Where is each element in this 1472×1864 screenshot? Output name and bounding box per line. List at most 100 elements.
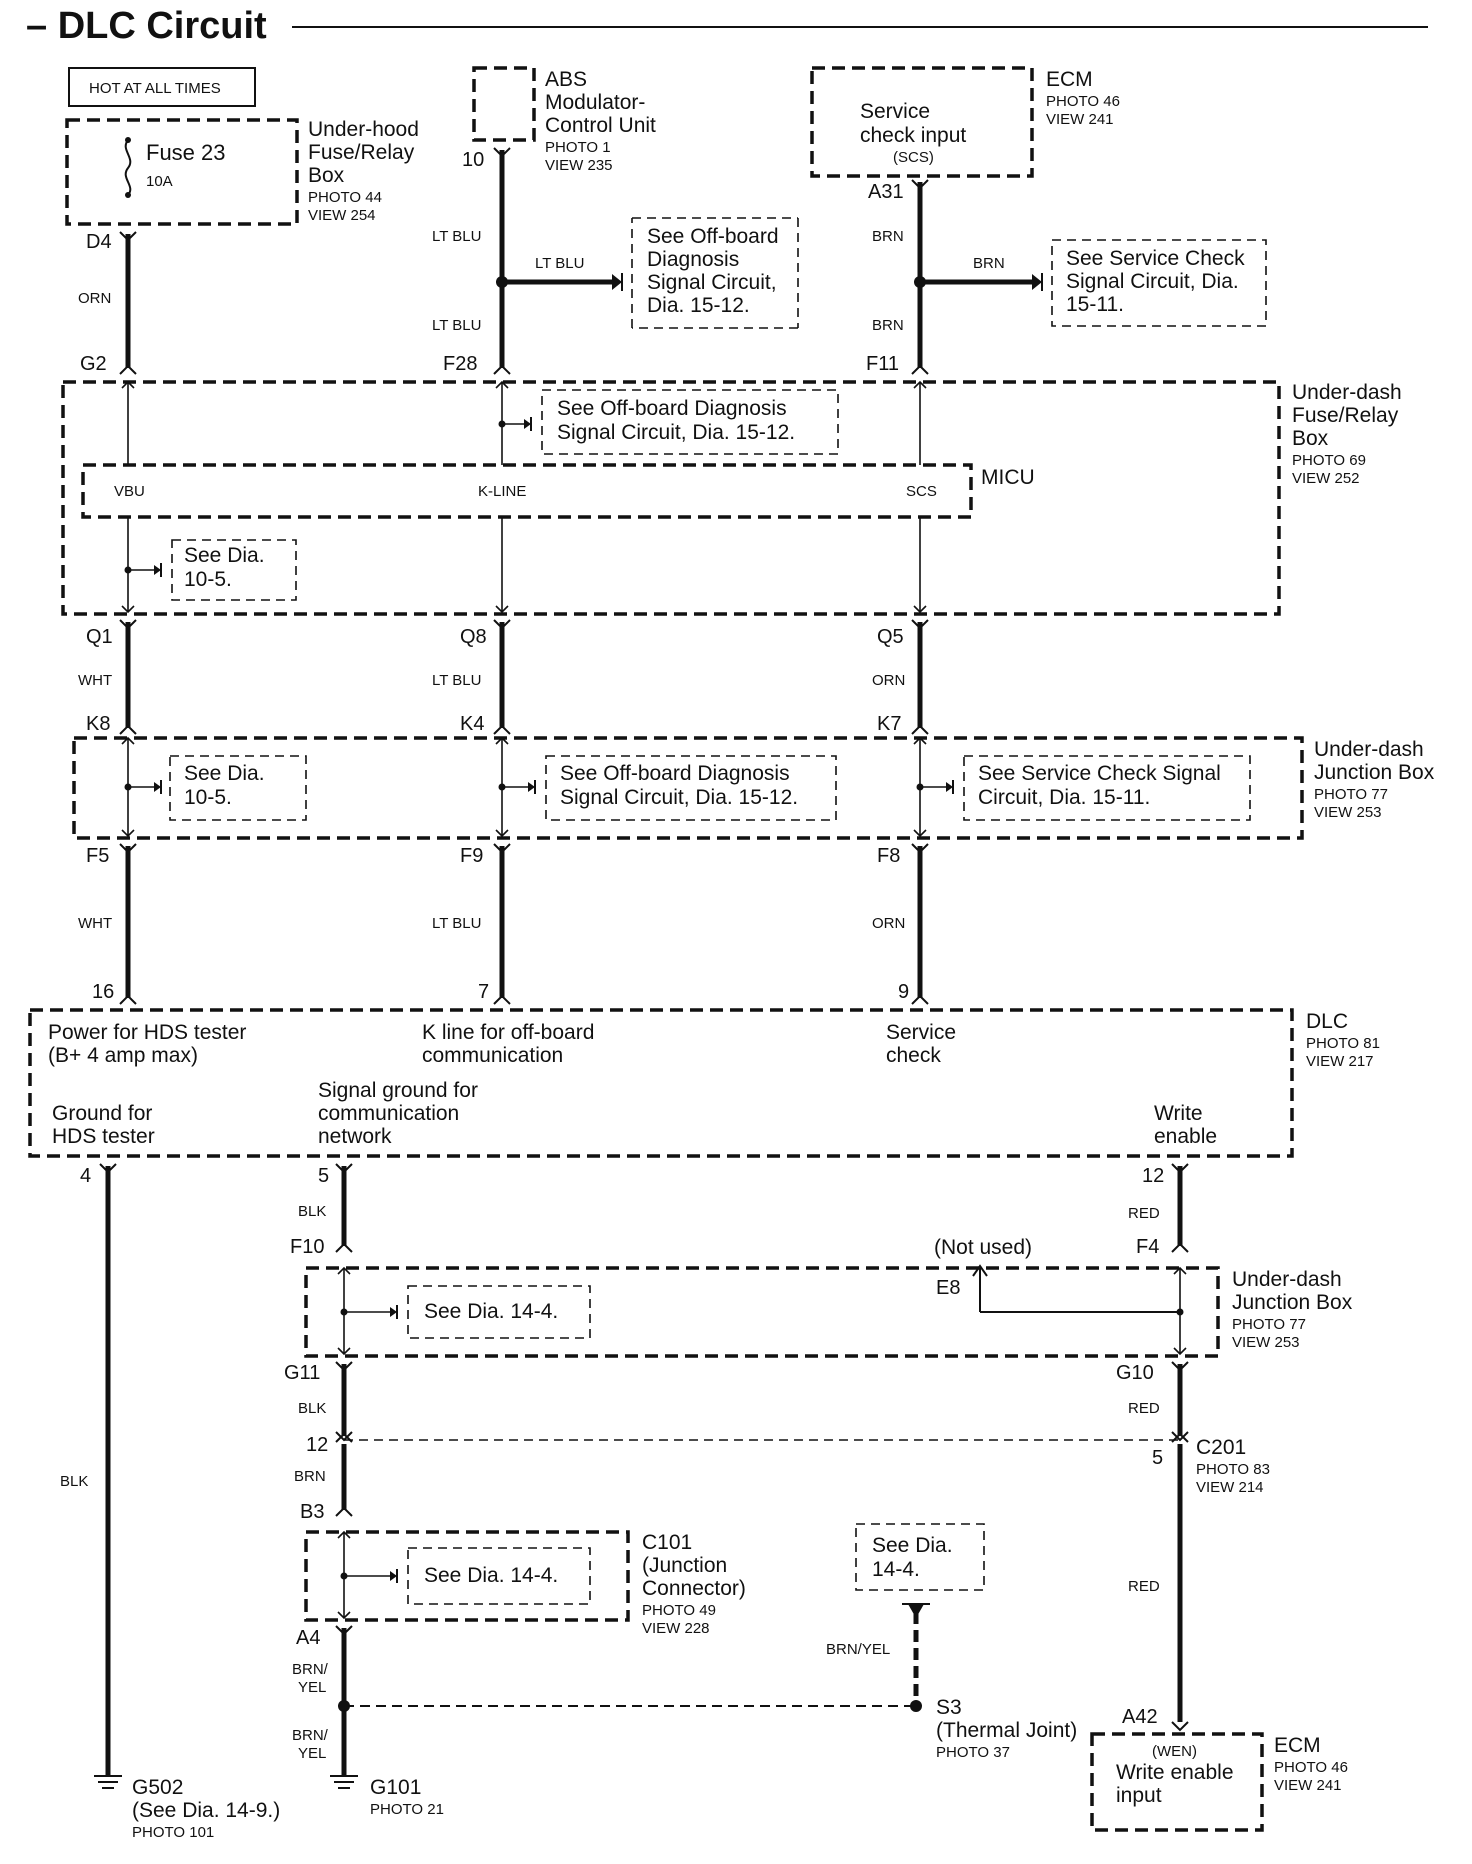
pin-g11: G11: [284, 1362, 320, 1384]
c101-name-2: (Junction: [642, 1554, 727, 1577]
c101-internal: [337, 1530, 591, 1620]
ecm-write-enable: Write enable: [1116, 1761, 1234, 1784]
junction-box-2-internal: [337, 1264, 1187, 1356]
wire-color-ltblu-branch: LT BLU: [535, 255, 584, 272]
dlc-pin-7: 7: [478, 981, 489, 1003]
ref-offboard-1-line3: Signal Circuit,: [647, 271, 777, 294]
abs-name-3: Control Unit: [545, 114, 656, 137]
wire-column-3-upper: [911, 179, 929, 375]
ref-service-1-box: [1051, 239, 1267, 327]
ecm-service-check-1: Service: [860, 100, 930, 123]
dlc-signal-ground-2: communication: [318, 1102, 459, 1125]
g101-label: G101: [370, 1776, 421, 1799]
g101-photo: PHOTO 21: [370, 1801, 444, 1818]
ref-dia-10-5-b-line1: See Dia.: [184, 762, 265, 785]
dlc-ground-1: Ground for: [52, 1102, 152, 1125]
wire-color-brn: BRN: [294, 1468, 326, 1485]
pin-k7: K7: [877, 713, 901, 735]
ref-offboard-1-box: [631, 217, 799, 329]
dlc-pin-16: 16: [92, 981, 114, 1003]
wire-column-2-lower: [493, 843, 511, 1005]
ref-dia-14-4-c-line2: 14-4.: [872, 1558, 920, 1581]
pin-k4: K4: [460, 713, 484, 735]
micu-box: [81, 463, 973, 519]
branch-offboard-1: [496, 273, 623, 291]
wire-color-orn-mid: ORN: [872, 672, 905, 689]
pin-a42: A42: [1122, 1706, 1158, 1728]
s3-label: S3: [936, 1696, 962, 1719]
wire-color-red-1: RED: [1128, 1205, 1160, 1222]
pin-f28: F28: [443, 353, 477, 375]
dlc-pin-4: 4: [80, 1165, 91, 1187]
hot-at-all-times-label: HOT AT ALL TIMES: [89, 80, 221, 97]
underhood-fuse-name-1: Under-hood: [308, 118, 419, 141]
pin-f9: F9: [460, 845, 483, 867]
g502-note: (See Dia. 14-9.): [132, 1799, 280, 1822]
dlc-ground-2: HDS tester: [52, 1125, 155, 1148]
ref-offboard-1-line4: Dia. 15-12.: [647, 294, 750, 317]
g502-label: G502: [132, 1776, 183, 1799]
dlc-service-1: Service: [886, 1021, 956, 1044]
dlc-power-2: (B+ 4 amp max): [48, 1044, 198, 1067]
wire-color-brnyel-2a: BRN/: [292, 1727, 329, 1744]
ref-dia-14-4-c-line1: See Dia.: [872, 1534, 953, 1557]
ref-dia-10-5-a-line2: 10-5.: [184, 568, 232, 591]
wire-color-blk-1: BLK: [298, 1203, 326, 1220]
junction-box-2-name-2: Junction Box: [1232, 1291, 1353, 1314]
wire-color-blk-2: BLK: [298, 1400, 326, 1417]
wire-color-ltblu-b: LT BLU: [432, 317, 481, 334]
pin-f8: F8: [877, 845, 900, 867]
abs-photo: PHOTO 1: [545, 139, 611, 156]
wire-color-wht-2: WHT: [78, 915, 112, 932]
c101-photo: PHOTO 49: [642, 1602, 716, 1619]
dlc-name: DLC: [1306, 1010, 1348, 1033]
pin-e8: E8: [936, 1277, 960, 1299]
pin-f4: F4: [1136, 1236, 1159, 1258]
abs-name-1: ABS: [545, 68, 587, 91]
dlc-kline-2: communication: [422, 1044, 563, 1067]
ref-dia-10-5-b-line2: 10-5.: [184, 786, 232, 809]
underhood-fuse-name-3: Box: [308, 164, 345, 187]
ecm-bottom-box: [1090, 1732, 1264, 1832]
wire-column-3-mid: [911, 619, 929, 735]
c101-name-3: Connector): [642, 1577, 746, 1600]
wire-column-1-upper: [119, 231, 137, 375]
ref-offboard-1-line1: See Off-board: [647, 225, 779, 248]
micu-vbu: VBU: [114, 483, 145, 500]
s3-thermal-joint: (Thermal Joint): [936, 1719, 1077, 1742]
dlc-write-2: enable: [1154, 1125, 1217, 1148]
wire-color-blk-ground: BLK: [60, 1473, 88, 1490]
diagram-title: – DLC Circuit: [26, 5, 267, 47]
underdash-fuse-box: [61, 380, 1281, 616]
ref-service-1-line3: 15-11.: [1066, 293, 1124, 316]
connector-12: 12: [306, 1434, 328, 1456]
connector-5: 5: [1152, 1447, 1163, 1469]
dlc-pin-5: 5: [318, 1165, 329, 1187]
ref-offboard-2-line2: Signal Circuit, Dia. 15-12.: [557, 421, 795, 444]
abs-pin-10: 10: [462, 149, 484, 171]
micu-label: MICU: [981, 466, 1035, 489]
wire-color-brnyel-2b: YEL: [298, 1745, 326, 1762]
hot-at-all-times-box: [68, 67, 256, 107]
dlc-service-2: check: [886, 1044, 941, 1067]
c101-junction-connector: [304, 1530, 630, 1622]
ecm-top-view: VIEW 241: [1046, 111, 1114, 128]
wire-column-2-mid: [493, 619, 511, 735]
wire-color-brn-a: BRN: [872, 228, 904, 245]
abs-unit-box: [472, 66, 536, 142]
junction-box-2-view: VIEW 253: [1232, 1334, 1300, 1351]
wire-color-orn-low: ORN: [872, 915, 905, 932]
pin-a4: A4: [296, 1627, 320, 1649]
junction-box-1-photo: PHOTO 77: [1314, 786, 1388, 803]
underhood-fuse-view: VIEW 254: [308, 207, 376, 224]
pin-q5: Q5: [877, 626, 904, 648]
fuse-23-label: Fuse 23: [146, 140, 226, 165]
dlc-view: VIEW 217: [1306, 1053, 1374, 1070]
junction-box-1-name-2: Junction Box: [1314, 761, 1435, 784]
wire-color-red-2: RED: [1128, 1400, 1160, 1417]
dlc-signal-ground-1: Signal ground for: [318, 1079, 478, 1102]
ecm-top-name: ECM: [1046, 68, 1093, 91]
g502-photo: PHOTO 101: [132, 1824, 214, 1841]
wire-color-brnyel-1b: YEL: [298, 1679, 326, 1696]
wire-column-1-lower: [119, 843, 137, 1005]
